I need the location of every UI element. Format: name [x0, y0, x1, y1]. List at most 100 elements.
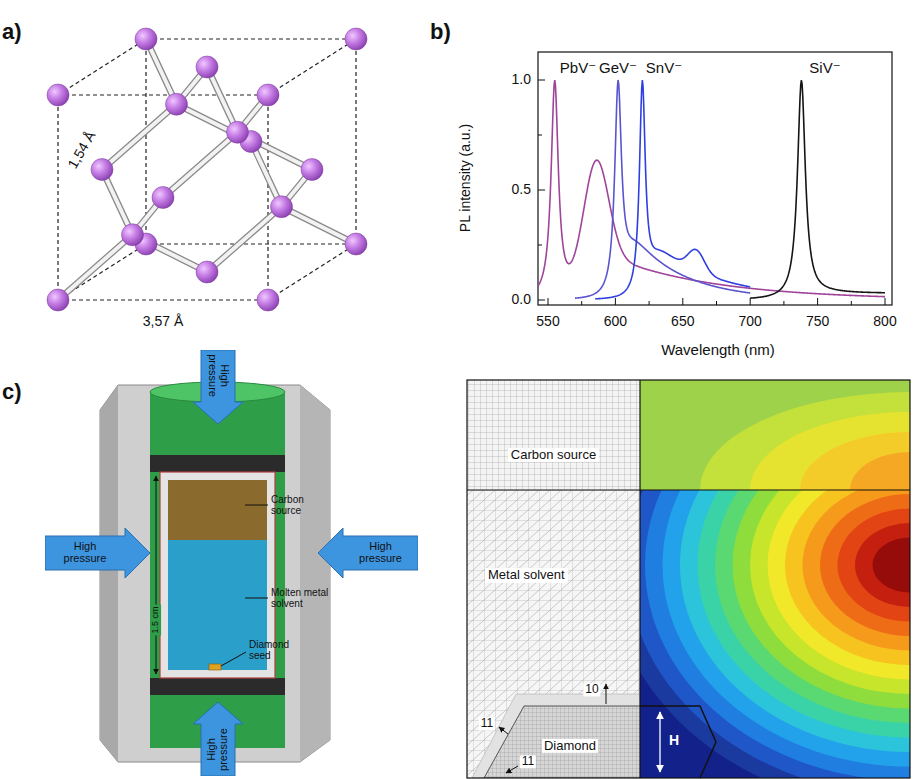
illustration-g: [58, 39, 356, 300]
tick-label-holder: 800: [873, 314, 896, 329]
facet-index: 10: [583, 683, 600, 696]
contour-band: [733, 490, 911, 709]
growth-arrow: [606, 684, 607, 704]
mesh: [467, 380, 640, 490]
illustration-g: [58, 39, 356, 300]
axis-tick: [649, 301, 650, 305]
illustration-g: [548, 298, 885, 305]
callout-label: Carbon source: [271, 494, 327, 516]
peak-label: SiV⁻: [809, 60, 840, 77]
axis-tick: [682, 298, 683, 305]
bond: [282, 207, 357, 244]
contour-band: [715, 490, 910, 723]
diamond-outline: [640, 706, 716, 778]
region-label-holder: Diamond: [542, 739, 598, 753]
spectrum-line: [750, 80, 885, 298]
cell-edge: [58, 94, 268, 95]
leader-line: [221, 652, 246, 666]
carbon-atom: [122, 224, 144, 246]
peak-label: PbV⁻: [560, 60, 596, 77]
carbon-atom: [196, 261, 218, 283]
pl-spectrum-chart: [537, 52, 892, 305]
region-label: Carbon source: [508, 448, 599, 463]
cell-edge: [267, 95, 268, 300]
contour-band: [750, 490, 910, 694]
contour-band: [640, 490, 910, 778]
cell-edge: [58, 299, 268, 300]
tick-label-holder: 750: [806, 314, 829, 329]
contour-band: [873, 538, 911, 593]
axis-tick: [885, 298, 886, 305]
diamond-crystal-mesh: [484, 706, 640, 778]
bond: [58, 235, 133, 300]
contour-band: [820, 494, 910, 636]
illustration-g: [538, 80, 885, 299]
carbon-atom: [47, 289, 69, 311]
axis-tick: [548, 298, 549, 305]
tick-label-holder: 700: [739, 314, 762, 329]
diamond-seed: [209, 664, 221, 670]
bond: [102, 104, 177, 169]
tick-label: 800: [873, 314, 896, 329]
bond: [163, 132, 238, 197]
mesh-region: Carbon source: [467, 380, 640, 490]
contour-band: [680, 490, 910, 752]
contour-band: [850, 452, 910, 490]
contour-band: [768, 490, 911, 680]
contour-band: [645, 490, 910, 778]
carbon-atom: [345, 28, 367, 50]
dimension-line: [156, 476, 157, 674]
tick-label-holder: 0.0: [512, 292, 531, 307]
plot-frame: [538, 52, 892, 305]
peak-label-holder: GeV⁻: [599, 60, 637, 77]
facet-index-holder: 10: [583, 683, 600, 696]
facet-index-holder: 11: [520, 755, 536, 768]
pressure-arrow: High pressure: [193, 702, 243, 776]
mesh-region: Metal solvent: [467, 490, 640, 778]
carbon-atom: [227, 121, 249, 143]
illustration-g: [640, 490, 910, 778]
green-column: [150, 392, 285, 748]
cell-edge: [146, 38, 356, 39]
axis-title: PL intensity (a.u.): [458, 124, 473, 232]
panel-letter-holder: a): [2, 20, 22, 44]
carbon-atom: [47, 84, 69, 106]
axis-tick: [581, 301, 582, 305]
pressure-arrow: High pressure: [193, 350, 243, 424]
refined-mesh: [472, 694, 640, 778]
bond: [102, 104, 177, 169]
peak-label-holder: SnV⁻: [646, 60, 682, 77]
tick-label-holder: 550: [536, 314, 559, 329]
height-label: H: [669, 733, 679, 748]
dimension-label-holder: 1.5 cm: [151, 604, 161, 635]
dark-band: [150, 455, 285, 472]
tick-label-holder: 600: [604, 314, 627, 329]
carbon-atom: [135, 28, 157, 50]
bond: [282, 207, 357, 244]
peak-label-holder: PbV⁻: [560, 60, 596, 77]
axis-tick: [538, 300, 545, 301]
facet-index: 11: [479, 717, 495, 730]
arrow-body: [45, 528, 150, 578]
panel-letter: a): [2, 20, 22, 44]
carbon-atom: [152, 187, 174, 209]
callout-label: Molten metal solvent: [271, 587, 335, 609]
tick-label: 750: [806, 314, 829, 329]
cell-edge: [146, 243, 356, 244]
arrow-label: High pressure: [355, 541, 407, 564]
axis-tick: [783, 301, 784, 305]
dark-band: [150, 678, 285, 695]
region-label: Diamond: [542, 739, 598, 753]
contour-band: [663, 490, 911, 767]
cell-edge: [57, 95, 58, 300]
region-label: Metal solvent: [485, 568, 568, 583]
height-arrow: [659, 712, 660, 772]
axis-tick: [615, 298, 616, 305]
height-label-holder: H: [669, 733, 679, 748]
peak-label-holder: SiV⁻: [809, 60, 840, 77]
contour-band: [803, 490, 911, 651]
leader-line: [245, 505, 268, 506]
bond: [58, 235, 133, 300]
diamond-unit-cell: [47, 28, 367, 311]
